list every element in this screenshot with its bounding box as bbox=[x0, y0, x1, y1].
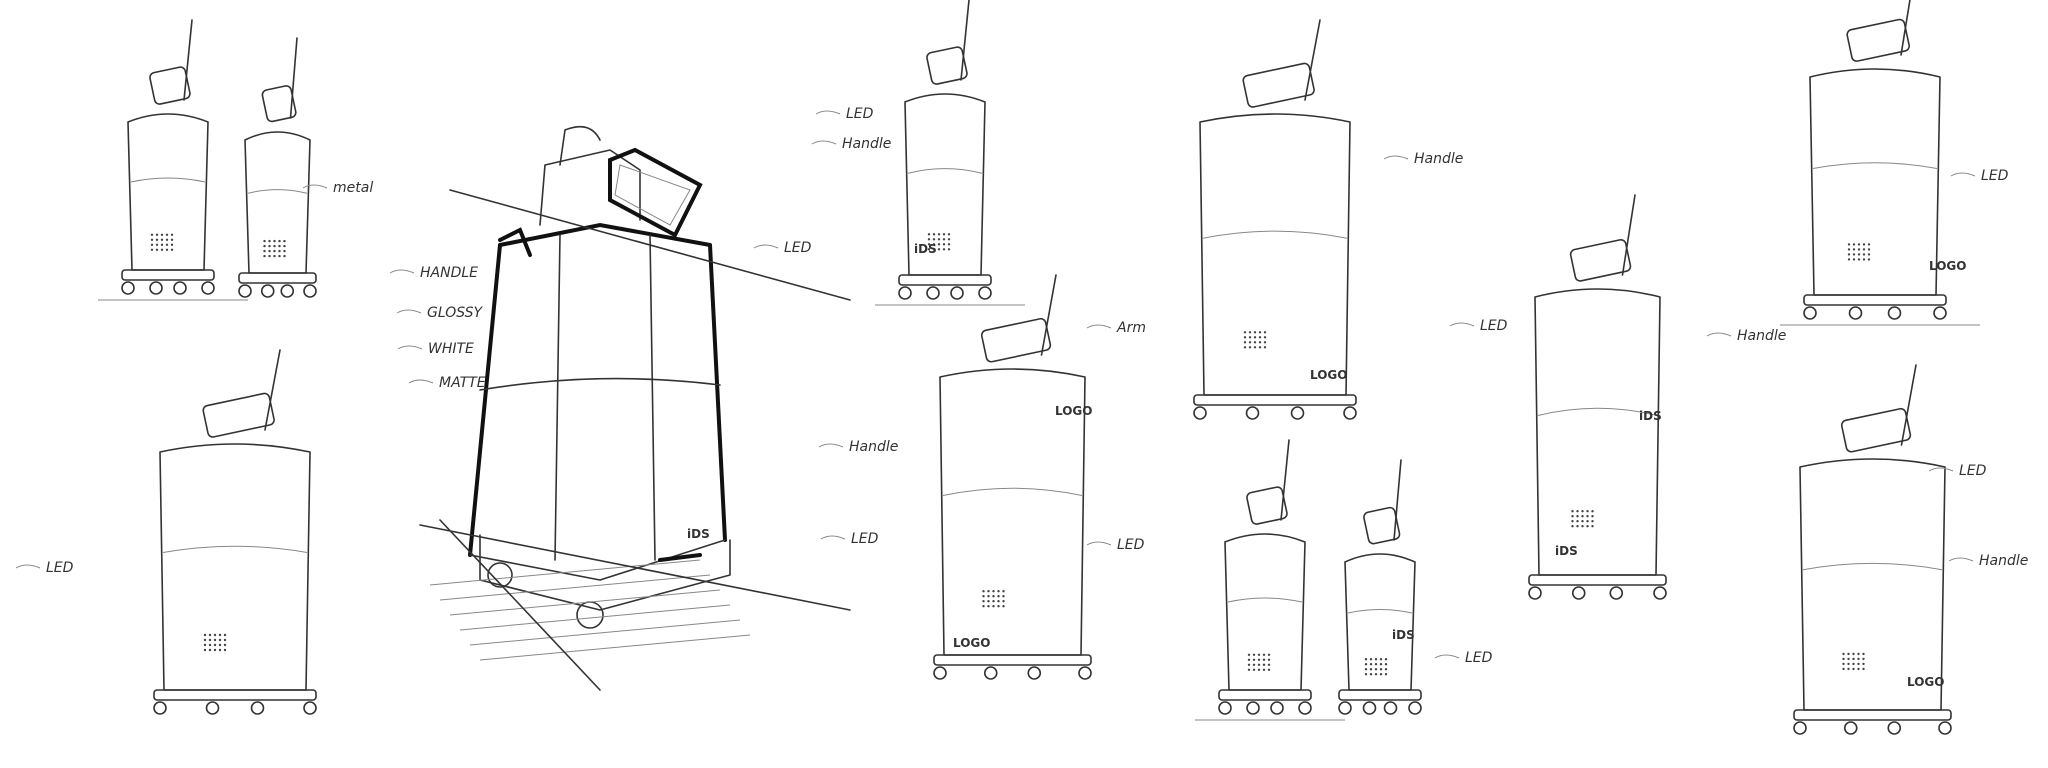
annotation-glossy: GLOSSY bbox=[427, 305, 484, 321]
mark-logo-5: LOGO bbox=[1907, 675, 1944, 689]
leader-line bbox=[1928, 467, 1954, 472]
perspective-hero-sketch bbox=[419, 125, 851, 691]
mark-ids-1: iDS bbox=[914, 242, 937, 256]
annotation-matte: MATTE bbox=[439, 375, 486, 391]
machine-sketch bbox=[1528, 194, 1667, 600]
leader-line bbox=[1383, 155, 1409, 160]
mark-ids-2: iDS bbox=[687, 527, 710, 541]
leader-line bbox=[397, 345, 423, 350]
annotation-led-6: LED bbox=[1465, 650, 1493, 666]
machine-sketch bbox=[1780, 0, 1980, 326]
annotation-handle-4: Handle bbox=[1414, 151, 1463, 167]
annotation-led-3: LED bbox=[851, 531, 879, 547]
leader-line bbox=[15, 564, 41, 569]
annotation-handle-2: Handle bbox=[842, 136, 891, 152]
mark-logo-4: LOGO bbox=[1929, 259, 1966, 273]
leader-line bbox=[1948, 557, 1974, 562]
mark-logo-3: LOGO bbox=[1310, 368, 1347, 382]
leader-line bbox=[1950, 172, 1976, 177]
machine-sketch bbox=[1338, 459, 1422, 715]
annotation-white: WHITE bbox=[428, 341, 474, 357]
machine-sketches bbox=[98, 0, 1980, 735]
machine-sketch bbox=[98, 19, 248, 301]
annotation-handle-3: Handle bbox=[849, 439, 898, 455]
annotation-handle-1: HANDLE bbox=[420, 265, 478, 281]
leader-line bbox=[396, 309, 422, 314]
leader-line bbox=[1086, 324, 1112, 329]
annotation-arm: Arm bbox=[1116, 320, 1146, 336]
leader-line bbox=[1434, 654, 1460, 659]
mark-ids-4: iDS bbox=[1392, 628, 1415, 642]
mark-ids-5: iDS bbox=[1639, 409, 1662, 423]
machine-sketch bbox=[1193, 19, 1357, 420]
machine-sketch bbox=[875, 0, 1025, 306]
leader-line bbox=[815, 110, 841, 115]
leader-line bbox=[811, 140, 837, 145]
annotation-led-1: LED bbox=[46, 560, 74, 576]
annotation-led-7: LED bbox=[1480, 318, 1508, 334]
machine-sketch bbox=[1195, 439, 1345, 721]
annotation-led-9: LED bbox=[1959, 463, 1987, 479]
machine-sketch bbox=[1793, 364, 1952, 735]
leader-line bbox=[1706, 332, 1732, 337]
mark-logo-1: LOGO bbox=[1055, 404, 1092, 418]
annotation-led-5: LED bbox=[1117, 537, 1145, 553]
annotation-led-8: LED bbox=[1981, 168, 2009, 184]
leader-line bbox=[1449, 322, 1475, 327]
annotation-led-2: LED bbox=[784, 240, 812, 256]
annotation-metal: metal bbox=[333, 180, 373, 196]
leader-line bbox=[818, 443, 844, 448]
mark-ids-3: iDS bbox=[1555, 544, 1578, 558]
mark-logo-2: LOGO bbox=[953, 636, 990, 650]
machine-sketch bbox=[238, 37, 317, 298]
annotation-handle-6: Handle bbox=[1979, 553, 2028, 569]
leader-line bbox=[389, 269, 415, 274]
leader-line bbox=[302, 184, 328, 189]
annotation-handle-5: Handle bbox=[1737, 328, 1786, 344]
annotation-led-4: LED bbox=[846, 106, 874, 122]
leader-line bbox=[1086, 541, 1112, 546]
leader-line bbox=[408, 379, 434, 384]
leader-line bbox=[820, 535, 846, 540]
leader-line bbox=[753, 244, 779, 249]
machine-sketch bbox=[933, 274, 1092, 680]
machine-sketch bbox=[153, 349, 317, 715]
